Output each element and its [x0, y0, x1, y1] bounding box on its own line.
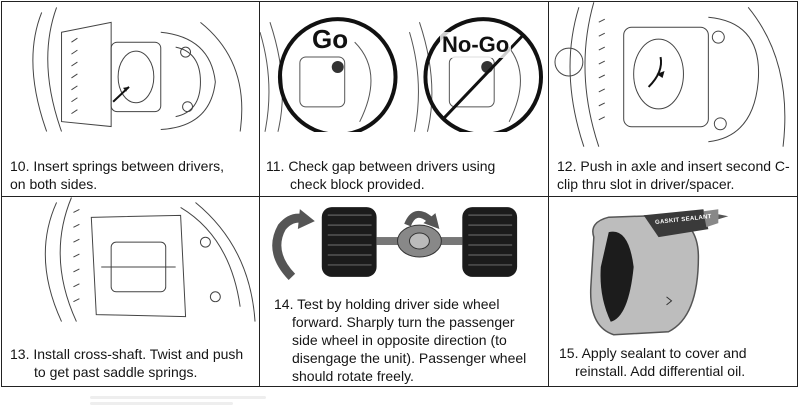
- step-13-line-1: 13. Install cross-shaft. Twist and push: [10, 346, 244, 362]
- sealant-tube: [643, 209, 709, 238]
- step-14-panel: 14. Test by holding driver side wheel fo…: [260, 197, 549, 387]
- step-13-caption: 13. Install cross-shaft. Twist and push …: [10, 345, 243, 381]
- step-11-caption: 11. Check gap between drivers using chec…: [266, 157, 495, 193]
- no-go-label: No-Go: [440, 32, 512, 58]
- step-14-line-4: disengage the unit). Passenger wheel: [292, 350, 527, 366]
- step-10-line-1: 10. Insert springs between drivers,: [10, 158, 224, 174]
- step-15-caption: 15. Apply sealant to cover and reinstall…: [559, 344, 747, 380]
- step-14-illustration: [272, 207, 518, 281]
- step-12-panel: 12. Push in axle and insert second C- cl…: [549, 1, 798, 197]
- step-13-panel: 13. Install cross-shaft. Twist and push …: [1, 197, 260, 387]
- step-10-illustration: [32, 7, 243, 132]
- step-10-caption: 10. Insert springs between drivers, on b…: [10, 157, 224, 193]
- step-12-line-2: clip thru slot in driver/spacer.: [557, 176, 735, 192]
- step-13-line-2: to get past saddle springs.: [34, 364, 198, 380]
- step-10-panel: 10. Insert springs between drivers, on b…: [1, 1, 260, 197]
- step-15-panel: GASKIT SEALANT 15. Apply sealant to cove…: [549, 197, 798, 387]
- step-14-line-5: should rotate freely.: [292, 368, 414, 384]
- step-14-line-1: 14. Test by holding driver side wheel: [274, 296, 500, 312]
- faded-reflection: [90, 393, 310, 413]
- left-tire: [321, 207, 377, 277]
- step-12-illustration: [554, 2, 786, 147]
- go-label: Go: [312, 24, 349, 54]
- step-11-illustration: [260, 17, 543, 132]
- step-12-line-1: 12. Push in axle and insert second C-: [557, 158, 790, 174]
- step-11-line-2: check block provided.: [290, 176, 425, 192]
- right-rotate-arrow: [404, 210, 432, 227]
- step-10-line-2: on both sides.: [10, 176, 98, 192]
- step-14-line-3: side wheel in opposite direction (to: [292, 332, 507, 348]
- step-15-illustration: [590, 209, 729, 336]
- left-rotate-arrow: [272, 213, 307, 281]
- instruction-grid: 10. Insert springs between drivers, on b…: [1, 1, 798, 387]
- right-tire: [462, 207, 518, 277]
- step-15-line-2: reinstall. Add differential oil.: [575, 363, 746, 379]
- step-14-line-2: forward. Sharply turn the passenger: [292, 314, 515, 330]
- step-13-illustration: [44, 197, 256, 322]
- step-11-panel: Go No-Go 11. Check gap between drivers u…: [260, 1, 549, 197]
- no-go-circle: [423, 17, 543, 132]
- step-11-line-1: 11. Check gap between drivers using: [266, 158, 496, 174]
- go-circle: [277, 17, 398, 132]
- step-14-caption: 14. Test by holding driver side wheel fo…: [274, 295, 526, 385]
- step-12-caption: 12. Push in axle and insert second C- cl…: [557, 157, 790, 193]
- step-15-line-1: 15. Apply sealant to cover and: [559, 345, 747, 361]
